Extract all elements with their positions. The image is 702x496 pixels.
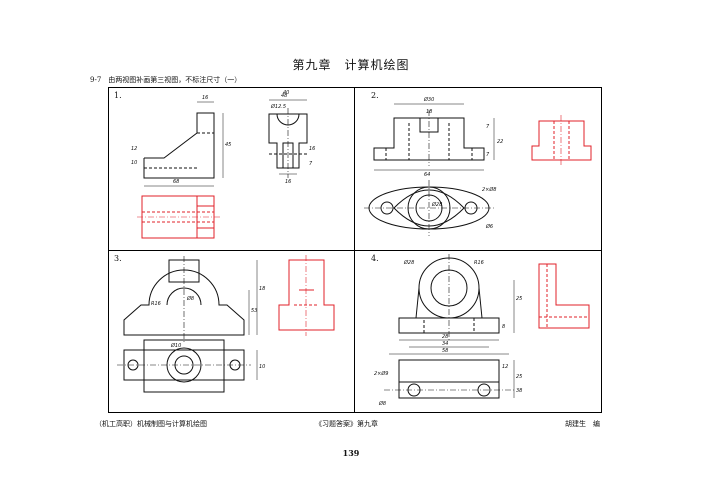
dim-16-side: 16: [309, 146, 315, 152]
problem-2-drawing: Ø30 18 7 22 7 64 2×Ø8 Ø28 Ø6: [364, 96, 592, 236]
dim-dia-10: Ø10: [170, 342, 181, 349]
dim-12: 12: [502, 364, 508, 370]
footer-author: 胡建生 编: [565, 420, 600, 428]
dim-r16: R16: [474, 260, 484, 266]
dim-dia-28: Ø28: [403, 259, 414, 266]
dim-10: 10: [131, 160, 137, 166]
dim-22: 22: [497, 139, 503, 145]
dim-28: 28: [442, 334, 448, 340]
dim-dia-8: Ø8: [186, 295, 194, 302]
problem-1-drawing: 16 48 12 10 45 68 40 Ø12.5 16 16 7: [131, 90, 315, 239]
chapter-title: 第九章 计算机绘图: [292, 58, 410, 72]
dim-48: 48: [281, 93, 287, 99]
dim-45: 45: [225, 142, 231, 148]
dim-18: 18: [259, 286, 265, 292]
dim-r16: R16: [151, 301, 161, 307]
footer-book-title: （机工高职）机械制图与计算机绘图: [95, 420, 207, 428]
dim-dia-6: Ø6: [485, 223, 493, 230]
dim-68: 68: [173, 179, 179, 185]
dim-34: 34: [442, 341, 448, 347]
dim-7-top: 7: [486, 124, 490, 130]
dim-dia-8: Ø8: [378, 400, 386, 407]
dim-dia-12-5: Ø12.5: [270, 103, 286, 110]
dim-53: 53: [251, 308, 257, 314]
problem-2-number: 2.: [371, 91, 379, 100]
dim-25-bottom: 25: [516, 374, 522, 380]
dim-58: 58: [442, 348, 448, 354]
dim-25-top: 25: [516, 296, 522, 302]
exercise-frame: 1. 2. 3. 4. 16 48 12 10 45 68: [108, 87, 602, 413]
dim-40: 40: [283, 90, 289, 96]
dim-dia-30: Ø30: [423, 96, 434, 103]
dim-8: 8: [502, 324, 505, 330]
dim-2x-dia-9: 2×Ø9: [374, 370, 389, 377]
dim-16-top: 16: [202, 95, 208, 101]
dim-7-bottom: 7: [486, 152, 490, 158]
problem-4-drawing: Ø28 R16 25 8 28 34 58 12 25 38 2×Ø9 Ø8: [374, 254, 590, 407]
page-number: 139: [342, 448, 360, 458]
dim-16-bottom: 16: [285, 179, 291, 185]
problem-3-answer-view: [278, 255, 335, 336]
problem-1-answer-view: [137, 195, 221, 239]
dim-18: 18: [426, 109, 432, 115]
problem-3-drawing: R16 Ø8 18 53 Ø10 10: [117, 255, 335, 393]
dim-38: 38: [516, 388, 522, 394]
dim-7: 7: [309, 161, 313, 167]
problem-3-number: 3.: [114, 254, 122, 263]
frame-divider-horizontal: [109, 250, 601, 251]
footer-chapter: 《习题答案》第九章: [315, 420, 378, 428]
problem-4-number: 4.: [371, 254, 379, 263]
dim-64: 64: [424, 172, 430, 178]
dim-12: 12: [131, 146, 137, 152]
problem-2-answer-view: [531, 115, 592, 166]
exercise-instruction: 9-7 由两视图补画第三视图，不标注尺寸（一）: [90, 76, 242, 84]
problem-1-number: 1.: [114, 91, 122, 100]
dim-10: 10: [259, 364, 265, 370]
problem-4-answer-view: [538, 263, 590, 329]
dim-dia-28: Ø28: [431, 201, 442, 208]
dim-2x-dia-8: 2×Ø8: [482, 186, 497, 193]
